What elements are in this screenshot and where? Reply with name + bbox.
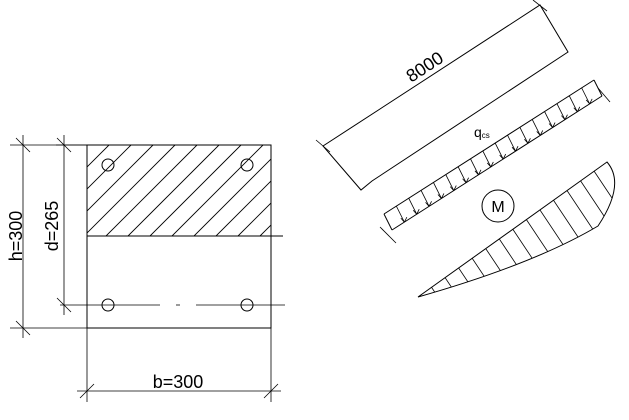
moment-curve [417,161,616,298]
top-rebar [240,158,254,172]
width-dimension: b=300 [77,328,281,402]
effective-depth-dimension: d=265 [42,135,87,315]
top-rebar [101,158,115,172]
load-base-line [383,79,595,215]
moment-symbol-circle [481,189,515,223]
beam-cross-section [60,144,285,329]
beam-outline [322,4,569,191]
load-top-line [391,95,603,231]
height-label: h=300 [6,211,26,262]
effective-depth-label: d=265 [42,201,62,252]
moment-label: M [491,199,504,216]
load-label: qcs [474,124,490,140]
height-dimension: h=300 [6,135,87,338]
beam-elevation: 8000 [315,0,569,191]
load-arrows [395,87,593,223]
distributed-load: qcs [379,79,611,244]
compression-zone-hatch [87,145,271,236]
width-label: b=300 [153,372,204,392]
